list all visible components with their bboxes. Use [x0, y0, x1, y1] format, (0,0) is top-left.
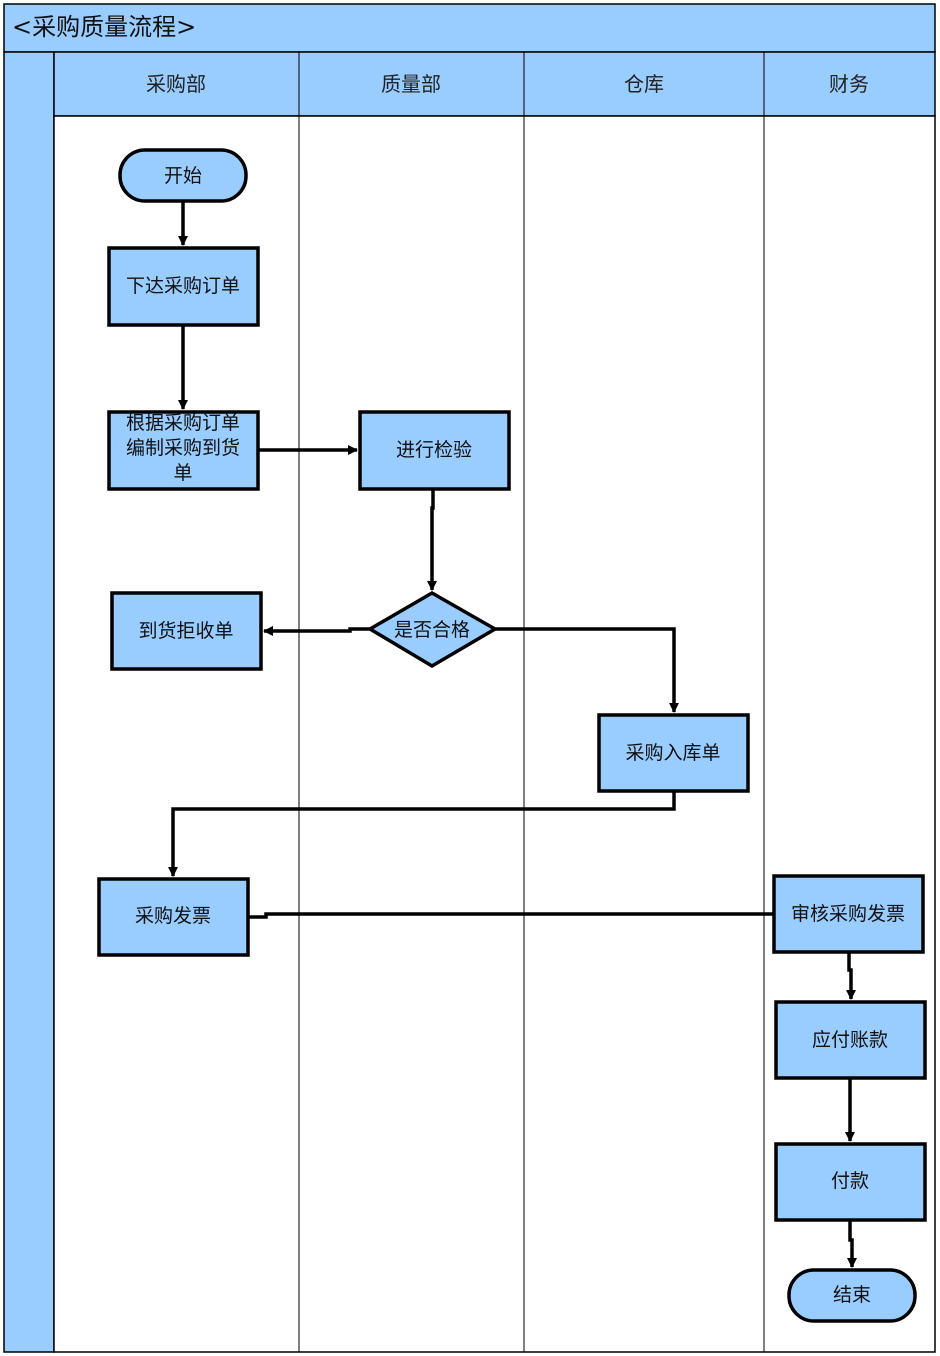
node-qualified-decision[interactable]: 是否合格 — [366, 590, 499, 669]
node-payable[interactable]: 应付账款 — [774, 1000, 927, 1080]
arrow-warehouse-to-invoice — [168, 791, 676, 877]
node-arrival-note-line-3: 单 — [173, 462, 192, 484]
lane-header-warehouse: 仓库 — [624, 72, 664, 96]
node-start-label: 开始 — [164, 165, 202, 187]
node-reject-label: 到货拒收单 — [138, 620, 233, 642]
node-warehouse-in-label: 采购入库单 — [625, 742, 720, 764]
node-inspect-label: 进行检验 — [396, 439, 472, 461]
node-inspect[interactable]: 进行检验 — [358, 410, 511, 491]
node-place-order[interactable]: 下达采购订单 — [107, 246, 260, 327]
node-end-label: 结束 — [833, 1284, 871, 1306]
node-qualified-label: 是否合格 — [394, 619, 470, 641]
arrow-decision-to-warehouse — [495, 627, 679, 713]
node-arrival-note[interactable]: 根据采购订单 编制采购到货 单 — [107, 410, 260, 491]
node-warehouse-in[interactable]: 采购入库单 — [597, 713, 750, 793]
lane-header-row — [53, 51, 936, 117]
node-review-invoice-label: 审核采购发票 — [791, 903, 905, 925]
title-bar — [3, 3, 936, 53]
node-payable-label: 应付账款 — [812, 1029, 888, 1051]
node-end[interactable]: 结束 — [787, 1268, 917, 1323]
node-arrival-note-line-1: 根据采购订单 — [126, 412, 240, 434]
node-arrival-note-line-2: 编制采购到货 — [126, 437, 240, 459]
pool-side-band — [3, 51, 55, 1353]
node-payment-label: 付款 — [831, 1170, 869, 1192]
node-invoice[interactable]: 采购发票 — [97, 877, 250, 957]
arrow-payment-to-end — [847, 1220, 857, 1268]
node-start[interactable]: 开始 — [118, 148, 248, 203]
arrow-review-to-payable — [846, 952, 856, 1000]
node-place-order-label: 下达采购订单 — [126, 275, 240, 297]
lane-header-purchasing: 采购部 — [146, 72, 206, 96]
lane-header-quality: 质量部 — [381, 72, 441, 96]
connector-invoice-review — [248, 912, 773, 919]
connectors — [168, 201, 857, 1268]
node-invoice-label: 采购发票 — [135, 905, 211, 927]
node-payment[interactable]: 付款 — [774, 1142, 927, 1222]
node-review-invoice[interactable]: 审核采购发票 — [772, 874, 925, 954]
arrow-inspect-to-decision — [427, 489, 437, 591]
diagram-title: <采购质量流程> — [12, 13, 196, 41]
node-reject[interactable]: 到货拒收单 — [110, 591, 263, 671]
lane-header-finance: 财务 — [829, 72, 869, 96]
arrow-decision-to-reject — [263, 626, 370, 636]
